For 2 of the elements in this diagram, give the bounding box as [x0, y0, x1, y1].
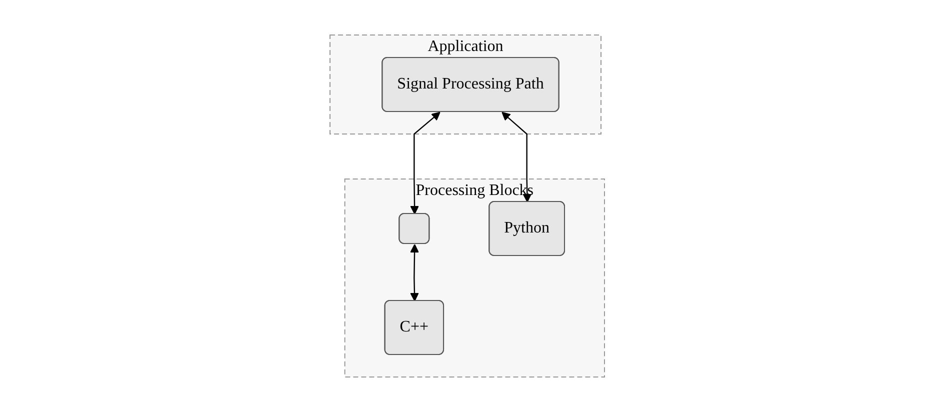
arrow: [410, 112, 440, 214]
arrow: [410, 244, 419, 302]
